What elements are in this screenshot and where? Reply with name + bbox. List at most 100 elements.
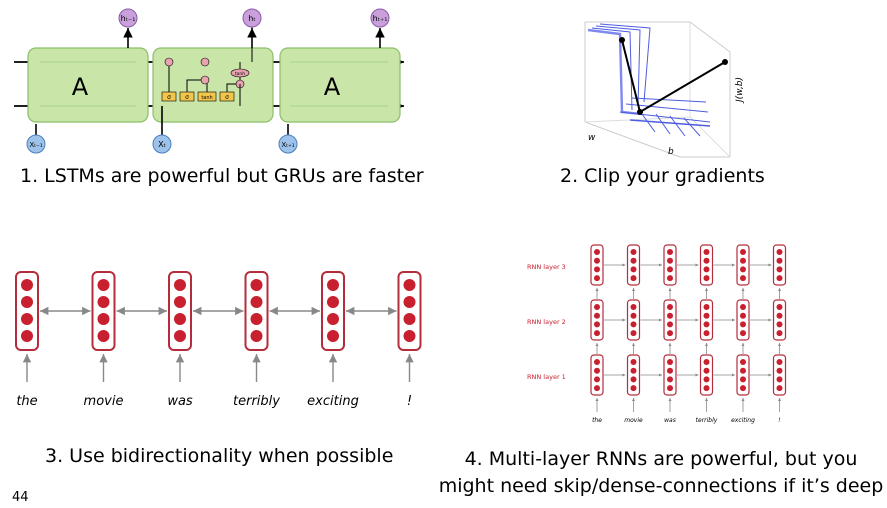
hidden-unit <box>630 266 637 273</box>
hidden-unit <box>703 367 710 374</box>
hidden-unit <box>327 313 339 325</box>
hidden-unit <box>630 304 637 310</box>
hidden-unit <box>327 330 339 342</box>
hidden-unit <box>630 275 637 282</box>
hidden-unit <box>740 312 746 319</box>
surface-w-label: w <box>588 133 596 143</box>
hidden-unit <box>667 266 673 273</box>
hidden-unit <box>703 275 710 282</box>
hidden-unit <box>667 312 673 319</box>
hidden-unit <box>630 257 637 264</box>
hidden-unit <box>174 296 186 308</box>
hidden-unit <box>776 367 783 374</box>
svg-text:σ: σ <box>167 94 171 101</box>
gradient-step-line <box>621 39 726 114</box>
rnn-hidden-state <box>699 354 714 396</box>
hidden-unit <box>630 359 637 365</box>
hidden-unit <box>97 330 110 342</box>
svg-text:Xₜ: Xₜ <box>158 140 166 149</box>
svg-text:tanh: tanh <box>201 95 212 101</box>
word-token: was <box>664 417 676 424</box>
lstm-diagram: A A σ σ tanh σ tanh hₜ₋₁ hₜ hₜ₊₁ Xₜ₋₁ Xₜ… <box>14 8 404 154</box>
rnn-hidden-state <box>244 271 269 351</box>
hidden-unit <box>594 312 600 319</box>
rnn-hidden-state <box>626 299 641 341</box>
hidden-unit <box>630 376 637 383</box>
slide-number: 44 <box>12 490 29 505</box>
hidden-unit <box>703 376 710 383</box>
hidden-unit <box>250 330 263 342</box>
svg-text:σ: σ <box>225 94 229 101</box>
hidden-unit <box>630 312 637 319</box>
hidden-unit <box>667 330 673 337</box>
hidden-unit <box>776 249 783 255</box>
hidden-unit <box>703 304 710 310</box>
hidden-unit <box>403 330 416 342</box>
caption-bidirectional: 3. Use bidirectionality when possible <box>45 445 394 467</box>
svg-text:hₜ₋₁: hₜ₋₁ <box>121 14 136 23</box>
rnn-hidden-state <box>772 299 787 341</box>
hidden-unit <box>776 376 783 383</box>
hidden-unit <box>740 330 746 337</box>
hidden-unit <box>21 330 33 342</box>
cliff-surface <box>587 23 711 137</box>
hidden-unit <box>594 359 600 365</box>
hidden-unit <box>776 304 783 310</box>
hidden-unit <box>327 279 339 291</box>
hidden-unit <box>250 296 263 308</box>
hidden-unit <box>630 249 637 255</box>
h-node-prev <box>118 8 138 28</box>
rnn-hidden-state <box>15 271 39 351</box>
word-token: ! <box>407 394 412 409</box>
hidden-unit <box>740 321 746 328</box>
hidden-unit <box>21 313 33 325</box>
hidden-unit <box>667 257 673 264</box>
rnn-hidden-state <box>736 244 750 286</box>
hidden-unit <box>776 257 783 264</box>
hidden-unit <box>97 313 110 325</box>
hidden-unit <box>703 385 710 392</box>
word-token: terribly <box>233 394 280 409</box>
rnn-hidden-state <box>699 299 714 341</box>
hidden-unit <box>776 312 783 319</box>
hidden-unit <box>703 359 710 365</box>
hidden-unit <box>776 385 783 392</box>
rnn-hidden-state <box>168 271 192 351</box>
hidden-unit <box>703 312 710 319</box>
hidden-unit <box>776 266 783 273</box>
h-node-current <box>242 8 262 28</box>
lstm-gates: σ σ tanh σ <box>161 91 235 102</box>
hidden-unit <box>594 321 600 328</box>
caption-clip: 2. Clip your gradients <box>560 165 765 187</box>
svg-text:σ: σ <box>185 94 189 101</box>
x-node-next <box>278 134 298 154</box>
hidden-unit <box>667 275 673 282</box>
hidden-unit <box>740 385 746 392</box>
layer-label: RNN layer 1 <box>527 373 566 381</box>
hidden-unit <box>594 367 600 374</box>
rnn-hidden-state <box>772 244 787 286</box>
rnn-hidden-state <box>736 299 750 341</box>
rnn-hidden-state <box>663 244 677 286</box>
hidden-unit <box>703 321 710 328</box>
x-node-prev <box>26 134 46 154</box>
hidden-unit <box>594 275 600 282</box>
rnn-hidden-state <box>663 299 677 341</box>
rnn-hidden-state <box>699 244 714 286</box>
lstm-cell-left <box>27 47 149 123</box>
hidden-unit <box>594 376 600 383</box>
hidden-unit <box>740 266 746 273</box>
hidden-unit <box>97 279 110 291</box>
svg-text:hₜ₊₁: hₜ₊₁ <box>373 14 388 23</box>
hidden-unit <box>630 367 637 374</box>
caption-lstm: 1. LSTMs are powerful but GRUs are faste… <box>20 165 424 187</box>
hidden-unit <box>327 296 339 308</box>
word-token: was <box>167 394 193 409</box>
hidden-unit <box>667 304 673 310</box>
hidden-unit <box>667 249 673 255</box>
rnn-hidden-state <box>772 354 787 396</box>
hidden-unit <box>667 359 673 365</box>
hidden-unit <box>776 359 783 365</box>
hidden-unit <box>667 321 673 328</box>
